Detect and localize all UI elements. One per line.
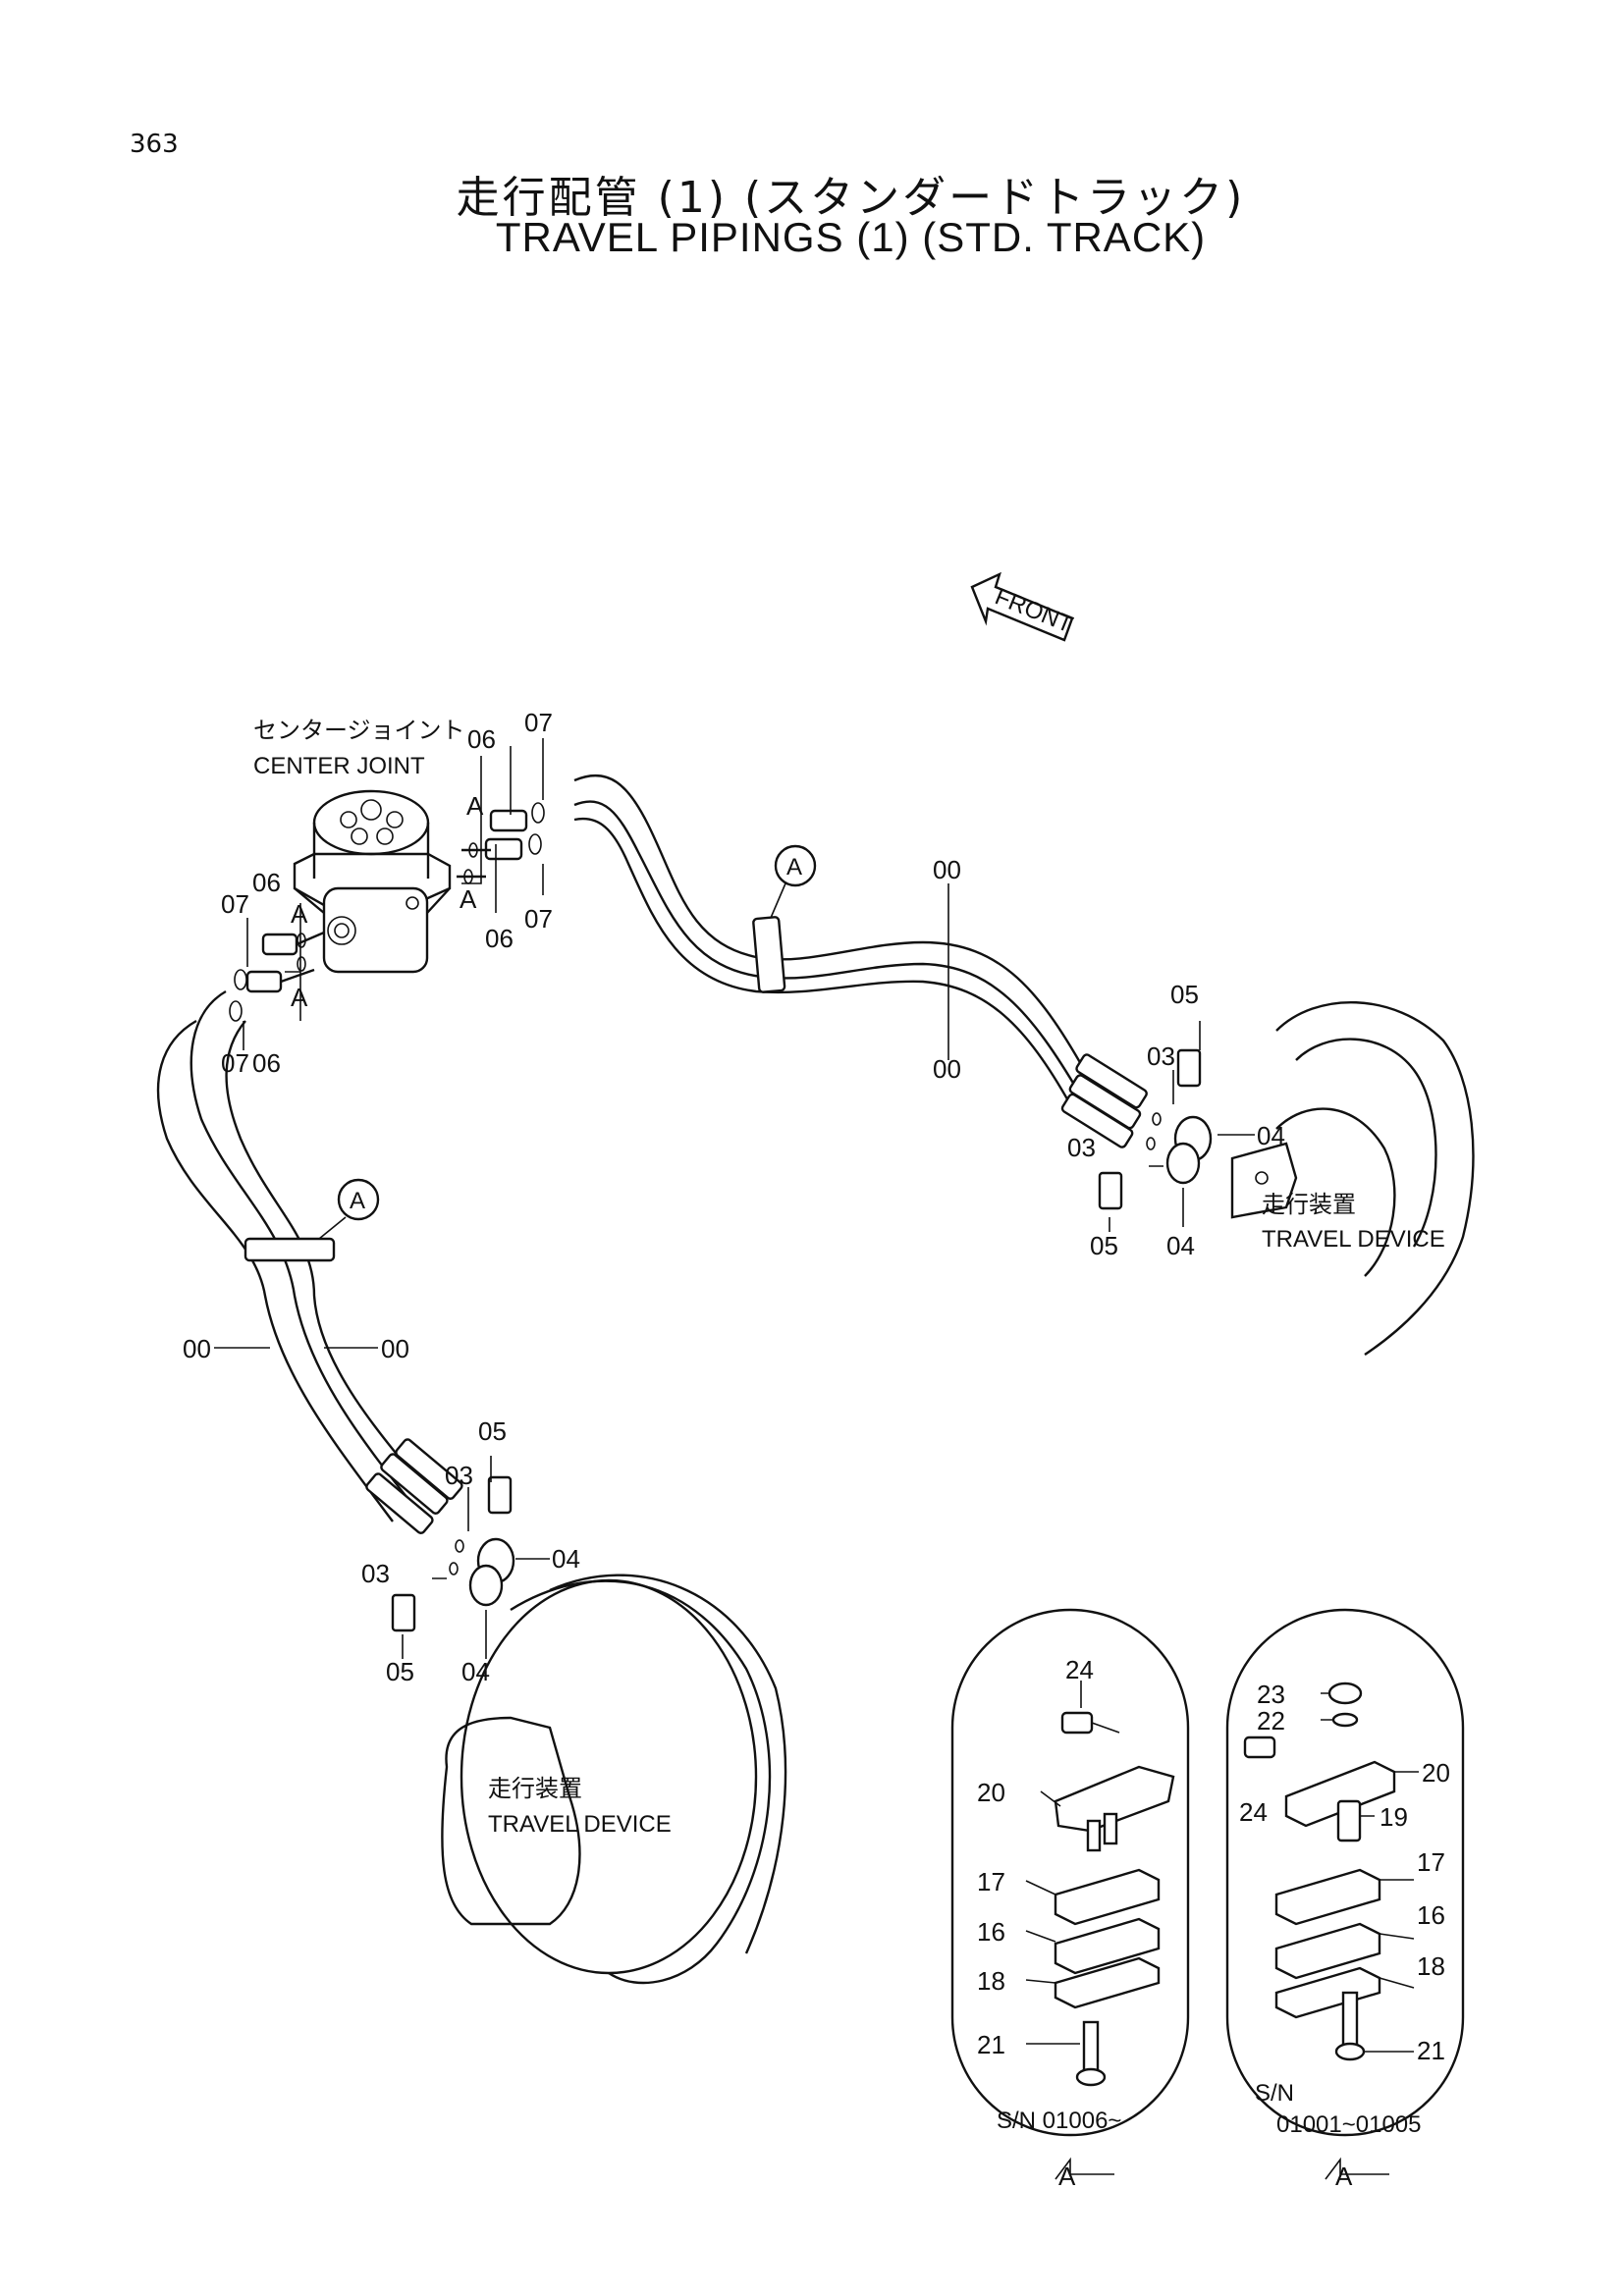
detail2-callout-18: 18	[1417, 1951, 1445, 1981]
callout-a-view-1: A	[466, 791, 484, 821]
callout-a-view-4: A	[291, 983, 308, 1012]
leader-lines	[214, 738, 1255, 1659]
callout-05-c: 05	[478, 1416, 507, 1446]
fittings-left	[229, 931, 325, 1022]
callout-00-b: 00	[933, 1054, 961, 1084]
callout-05-a: 05	[1170, 980, 1199, 1009]
detail1-callout-18: 18	[977, 1966, 1005, 1996]
callout-07-a: 07	[524, 708, 553, 737]
callout-03-a: 03	[1147, 1041, 1175, 1071]
callout-03-c: 03	[445, 1461, 473, 1490]
detail1-view-label: A	[1058, 2162, 1076, 2191]
callout-03-b: 03	[1067, 1133, 1096, 1162]
callout-a-upper: A	[786, 854, 802, 881]
callout-06-a: 06	[467, 724, 496, 754]
detail1-callout-17: 17	[977, 1867, 1005, 1896]
detail1-serial: S/N 01006~	[997, 2108, 1121, 2134]
detail-view-a-1	[950, 1608, 1190, 2180]
flange-right	[1098, 1048, 1213, 1210]
detail1-callout-16: 16	[977, 1917, 1005, 1947]
center-joint	[293, 789, 452, 974]
detail2-callout-17: 17	[1417, 1847, 1445, 1877]
page-number: 363	[130, 130, 179, 159]
front-arrow-icon: FRONT	[970, 571, 1077, 642]
detail-view-a-2	[1225, 1608, 1465, 2180]
callout-05-b: 05	[1090, 1231, 1118, 1260]
detail2-serial-range: 01001~01005	[1276, 2111, 1422, 2138]
detail2-view-label: A	[1335, 2162, 1353, 2191]
bracket-a-upper	[770, 844, 817, 919]
detail2-callout-21: 21	[1417, 2036, 1445, 2065]
callout-a-view-3: A	[291, 899, 308, 929]
detail2-serial-prefix: S/N	[1255, 2080, 1294, 2107]
detail2-callout-23: 23	[1257, 1680, 1285, 1709]
detail1-callout-21: 21	[977, 2030, 1005, 2059]
callout-a-left: A	[350, 1188, 365, 1214]
callout-07-b: 07	[524, 904, 553, 934]
travel-device-right-jp: 走行装置	[1262, 1192, 1356, 1218]
callout-05-d: 05	[386, 1657, 414, 1686]
detail1-callout-24: 24	[1065, 1655, 1094, 1684]
travel-device-lower	[441, 1574, 787, 1985]
callout-04-a: 04	[1257, 1121, 1285, 1150]
callout-06-d: 06	[252, 1048, 281, 1078]
detail2-callout-22: 22	[1257, 1706, 1285, 1735]
hose-right-pair	[573, 774, 1148, 1148]
center-joint-label-jp: センタージョイント	[253, 718, 465, 744]
detail2-callout-19: 19	[1380, 1802, 1408, 1832]
callout-00-c: 00	[183, 1334, 211, 1363]
bracket-a-left	[318, 1178, 380, 1240]
travel-device-lower-jp: 走行装置	[488, 1776, 582, 1802]
detail1-callout-20: 20	[977, 1778, 1005, 1807]
callout-04-d: 04	[461, 1657, 490, 1686]
callout-06-c: 06	[252, 868, 281, 897]
detail2-callout-24: 24	[1239, 1797, 1268, 1827]
flange-lower	[391, 1475, 515, 1632]
callout-03-d: 03	[361, 1559, 390, 1588]
callout-04-c: 04	[552, 1544, 580, 1574]
center-joint-label-en: CENTER JOINT	[253, 753, 425, 779]
callout-07-c: 07	[221, 889, 249, 919]
travel-device-lower-en: TRAVEL DEVICE	[488, 1811, 672, 1838]
front-label: FRONT	[992, 583, 1077, 638]
callout-00-d: 00	[381, 1334, 409, 1363]
callout-a-view-2: A	[460, 884, 477, 914]
travel-device-right-en: TRAVEL DEVICE	[1262, 1226, 1445, 1253]
hose-left-pair	[156, 989, 463, 1534]
title-english: TRAVEL PIPINGS (1) (STD. TRACK)	[495, 214, 1207, 260]
callout-04-b: 04	[1166, 1231, 1195, 1260]
title-japanese: 走行配管 (1) (スタンダードトラック)	[456, 173, 1246, 223]
travel-device-right	[1230, 1000, 1475, 1356]
callout-06-b: 06	[485, 924, 514, 953]
detail2-callout-20: 20	[1422, 1758, 1450, 1788]
callout-07-d: 07	[221, 1048, 249, 1078]
callout-00-a: 00	[933, 855, 961, 884]
detail2-callout-16: 16	[1417, 1900, 1445, 1930]
